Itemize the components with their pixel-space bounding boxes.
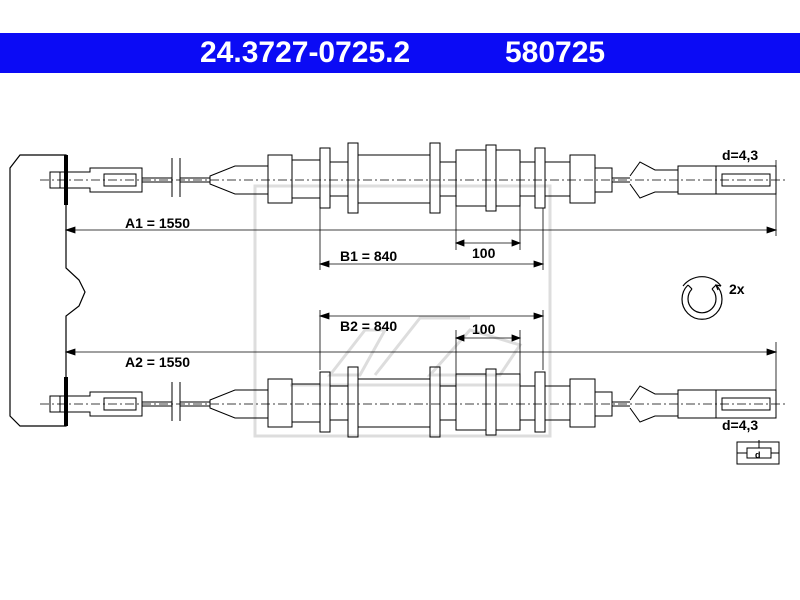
dimension-100-lower: 100	[472, 321, 496, 337]
dimension-b2: B2 = 840	[340, 318, 397, 334]
dimension-a2: A2 = 1550	[125, 354, 190, 370]
dimension-a1: A1 = 1550	[125, 215, 190, 231]
part-number: 24.3727-0725.2	[200, 36, 411, 69]
diameter-upper: d=4,3	[722, 147, 758, 163]
clip-quantity: 2x	[729, 281, 745, 297]
header-bar: 24.3727-0725.2 580725	[0, 33, 800, 73]
mounting-bracket	[9, 154, 86, 427]
diameter-lower: d=4,3	[722, 417, 758, 433]
reference-number: 580725	[505, 36, 606, 69]
upper-cable	[40, 142, 785, 214]
end-section-label: d	[755, 450, 761, 460]
upper-dimensions	[64, 160, 778, 270]
lower-cable	[40, 366, 785, 438]
brand-watermark	[253, 184, 552, 438]
dimension-100-upper: 100	[472, 245, 496, 261]
end-section-icon	[736, 440, 780, 465]
retaining-clip-icon	[681, 276, 723, 320]
lower-dimensions	[64, 310, 778, 418]
dimension-b1: B1 = 840	[340, 248, 397, 264]
